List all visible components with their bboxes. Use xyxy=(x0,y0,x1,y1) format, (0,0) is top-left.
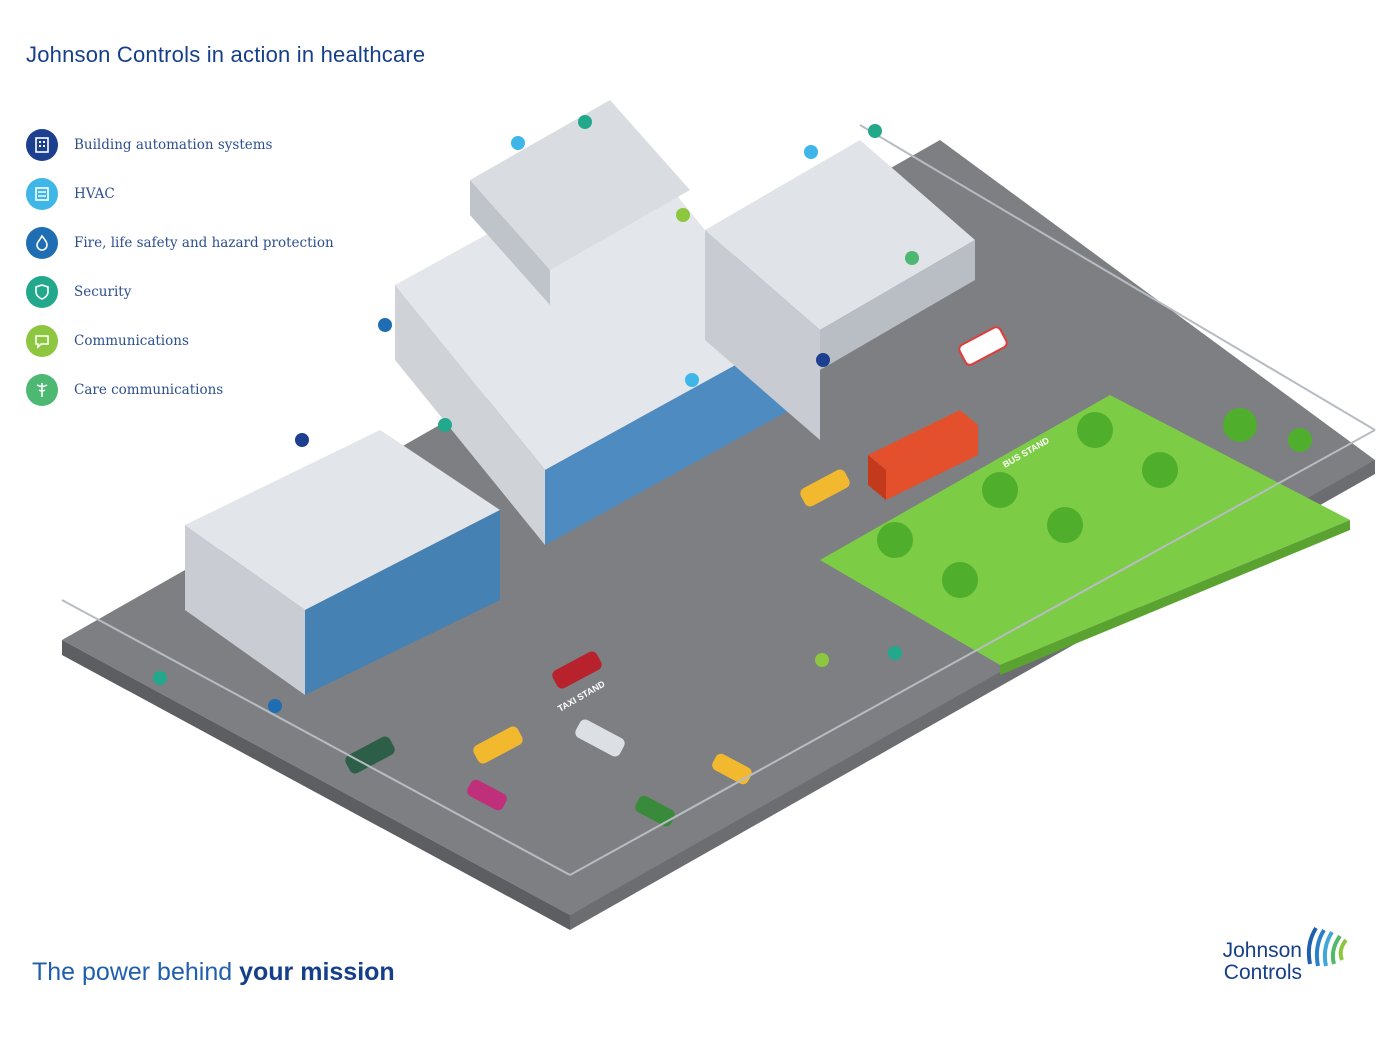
caduceus-icon xyxy=(26,373,58,406)
johnson-controls-logo: Johnson Controls xyxy=(1190,918,1360,990)
building-icon xyxy=(26,128,58,161)
logo-swirl-icon xyxy=(1306,926,1348,967)
flame-icon xyxy=(26,226,58,259)
site-ground xyxy=(62,140,1375,915)
legend: Building automation systems HVAC Fire, l… xyxy=(26,120,334,414)
hvac-icon xyxy=(26,177,58,210)
legend-label: Communications xyxy=(74,332,189,349)
perimeter-fence xyxy=(61,124,1376,876)
right-building xyxy=(705,140,975,330)
service-markers xyxy=(153,115,919,713)
park-lawn xyxy=(820,395,1350,665)
logo-line-2: Controls xyxy=(1223,961,1302,984)
main-building-roof xyxy=(395,150,790,470)
page-title: Johnson Controls in action in healthcare xyxy=(26,42,426,67)
left-building xyxy=(185,430,500,610)
tagline: The power behind your mission xyxy=(32,958,395,987)
cars xyxy=(345,326,1008,827)
tagline-bold: your mission xyxy=(239,958,395,986)
park-trees xyxy=(877,408,1312,598)
shield-icon xyxy=(26,275,58,308)
legend-item-fire-safety: Fire, life safety and hazard protection xyxy=(26,218,334,267)
legend-item-building-automation: Building automation systems xyxy=(26,120,334,169)
logo-line-1: Johnson xyxy=(1222,939,1302,962)
legend-label: Building automation systems xyxy=(74,136,273,153)
legend-label: Fire, life safety and hazard protection xyxy=(74,234,334,251)
chat-icon xyxy=(26,324,58,357)
legend-item-care-communications: Care communications xyxy=(26,365,334,414)
tagline-regular: The power behind xyxy=(32,958,240,986)
legend-item-security: Security xyxy=(26,267,334,316)
legend-item-communications: Communications xyxy=(26,316,334,365)
bus xyxy=(868,410,978,500)
legend-label: Care communications xyxy=(74,381,224,398)
legend-label: HVAC xyxy=(74,185,115,202)
legend-label: Security xyxy=(74,283,132,300)
legend-item-hvac: HVAC xyxy=(26,169,334,218)
